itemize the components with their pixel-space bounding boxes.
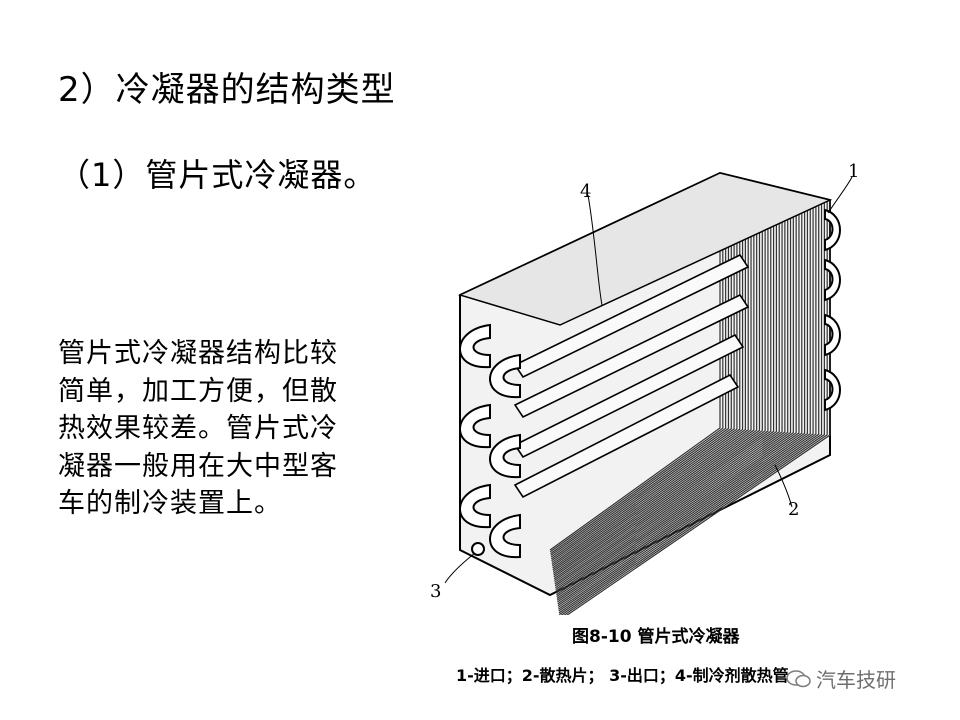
description-paragraph: 管片式冷凝器结构比较 简单，加工方便，但散 热效果较差。管片式冷 凝器一般用在大… xyxy=(58,335,398,523)
paragraph-line: 车的制冷装置上。 xyxy=(58,488,282,519)
watermark-text: 汽车技研 xyxy=(816,668,896,692)
paragraph-line: 热效果较差。管片式冷 xyxy=(58,413,338,444)
paragraph-line: 凝器一般用在大中型客 xyxy=(58,450,338,482)
wechat-logo-icon xyxy=(786,669,811,687)
callout-2: 2 xyxy=(788,499,799,520)
return-bends-left xyxy=(459,323,521,559)
watermark: 汽车技研 xyxy=(786,664,896,693)
figure-legend: 1-进口；2-散热片； 3-出口；4-制冷剂散热管 xyxy=(456,666,789,685)
figure-caption: 图8-10 管片式冷凝器 xyxy=(572,627,740,647)
condenser-drawing: 1 2 3 4 xyxy=(430,161,859,621)
refrigerant-tubes xyxy=(513,253,750,499)
callout-leaders xyxy=(444,176,853,584)
condenser-illustration: 1 2 3 4 xyxy=(420,155,890,621)
callout-1: 1 xyxy=(848,161,859,182)
outlet-port xyxy=(471,542,485,556)
return-bends-right xyxy=(824,208,841,412)
condenser-top-face xyxy=(457,172,833,326)
section-heading: （1）管片式冷凝器。 xyxy=(58,156,377,194)
callout-4: 4 xyxy=(580,181,591,202)
slide-title: 2）冷凝器的结构类型 xyxy=(58,70,396,110)
paragraph-line: 简单，加工方便，但散 xyxy=(58,375,338,407)
callout-3: 3 xyxy=(430,581,441,602)
paragraph-line: 管片式冷凝器结构比较 xyxy=(58,338,338,369)
